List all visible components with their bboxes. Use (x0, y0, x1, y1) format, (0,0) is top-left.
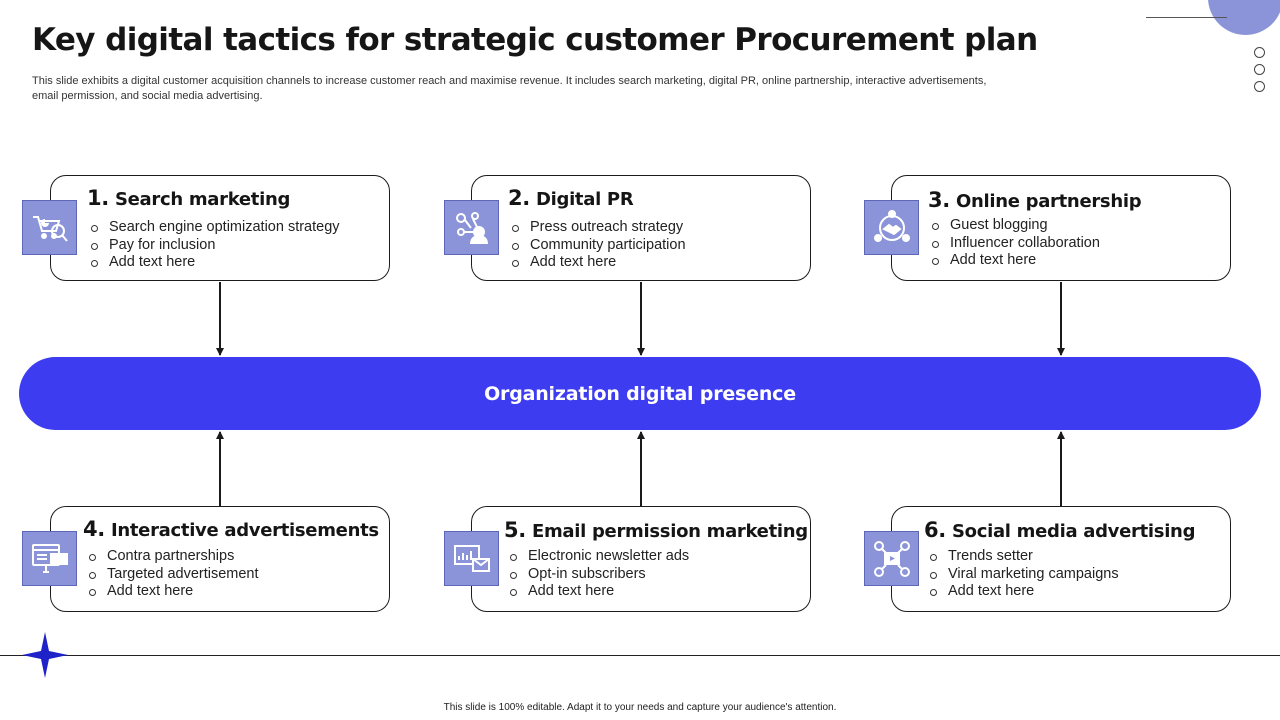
card-number: 6. (924, 518, 946, 542)
email-marketing-icon (444, 531, 499, 586)
footer-divider (0, 655, 1280, 656)
card-title: 2. Digital PR (508, 186, 634, 210)
list-item: Search engine optimization strategy (91, 219, 340, 237)
list-item: Community participation (512, 237, 686, 255)
connector-arrow-4 (216, 431, 223, 506)
card-bullets: Trends setter Viral marketing campaigns … (930, 548, 1119, 601)
card-bullets: Contra partnerships Targeted advertiseme… (89, 548, 259, 601)
social-media-icon (864, 531, 919, 586)
card-bullets: Guest blogging Influencer collaboration … (932, 217, 1100, 270)
card-title: 5. Email permission marketing (504, 518, 808, 542)
list-item: Viral marketing campaigns (930, 566, 1119, 584)
shopping-cart-search-icon (22, 200, 77, 255)
list-item: Pay for inclusion (91, 237, 340, 255)
list-item: Add text here (510, 583, 689, 601)
tactic-card-digital-pr: 2. Digital PR Press outreach strategy Co… (471, 175, 811, 281)
dot-icon (1254, 81, 1265, 92)
card-bullets: Press outreach strategy Community partic… (512, 219, 686, 272)
card-title: 1. Search marketing (87, 186, 290, 210)
list-item: Opt-in subscribers (510, 566, 689, 584)
connector-arrow-1 (216, 282, 223, 356)
tactic-card-email-permission-marketing: 5. Email permission marketing Electronic… (471, 506, 811, 612)
slide-title: Key digital tactics for strategic custom… (32, 22, 1038, 58)
handshake-icon (864, 200, 919, 255)
star-icon (22, 632, 68, 678)
list-item: Add text here (512, 254, 686, 272)
card-number: 4. (83, 517, 105, 541)
card-title-text: Online partnership (955, 191, 1142, 212)
list-item: Add text here (930, 583, 1119, 601)
decorative-line (1146, 17, 1227, 18)
card-number: 1. (87, 186, 109, 210)
card-title: 3. Online partnership (928, 188, 1142, 212)
tactic-card-search-marketing: 1. Search marketing Search engine optimi… (50, 175, 390, 281)
dot-icon (1254, 47, 1265, 58)
tactic-card-interactive-advertisements: 4. Interactive advertisements Contra par… (50, 506, 390, 612)
center-label: Organization digital presence (484, 382, 796, 405)
card-number: 5. (504, 518, 526, 542)
tactic-card-social-media-advertising: 6. Social media advertising Trends sette… (891, 506, 1231, 612)
slide-subtitle: This slide exhibits a digital customer a… (32, 75, 987, 102)
list-item: Add text here (932, 252, 1100, 270)
card-bullets: Electronic newsletter ads Opt-in subscri… (510, 548, 689, 601)
center-bar: Organization digital presence (19, 357, 1261, 430)
dot-icon (1254, 64, 1265, 75)
list-item: Influencer collaboration (932, 235, 1100, 253)
list-item: Guest blogging (932, 217, 1100, 235)
connector-arrow-2 (637, 282, 644, 356)
list-item: Contra partnerships (89, 548, 259, 566)
card-bullets: Search engine optimization strategy Pay … (91, 219, 340, 272)
decorative-dots (1254, 47, 1266, 98)
card-title: 4. Interactive advertisements (83, 517, 379, 541)
list-item: Trends setter (930, 548, 1119, 566)
footer-note: This slide is 100% editable. Adapt it to… (443, 702, 837, 713)
card-number: 2. (508, 186, 530, 210)
card-title-text: Digital PR (535, 189, 634, 210)
pr-network-icon (444, 200, 499, 255)
list-item: Targeted advertisement (89, 566, 259, 584)
card-title-text: Interactive advertisements (110, 520, 379, 541)
tactic-card-online-partnership: 3. Online partnership Guest blogging Inf… (891, 175, 1231, 281)
list-item: Press outreach strategy (512, 219, 686, 237)
card-number: 3. (928, 188, 950, 212)
card-title-text: Search marketing (114, 189, 291, 210)
connector-arrow-6 (1057, 431, 1064, 506)
list-item: Add text here (91, 254, 340, 272)
connector-arrow-3 (1057, 282, 1064, 356)
card-title: 6. Social media advertising (924, 518, 1195, 542)
list-item: Add text here (89, 583, 259, 601)
card-title-text: Email permission marketing (531, 521, 808, 542)
list-item: Electronic newsletter ads (510, 548, 689, 566)
card-title-text: Social media advertising (951, 521, 1196, 542)
ad-screen-icon (22, 531, 77, 586)
connector-arrow-5 (637, 431, 644, 506)
